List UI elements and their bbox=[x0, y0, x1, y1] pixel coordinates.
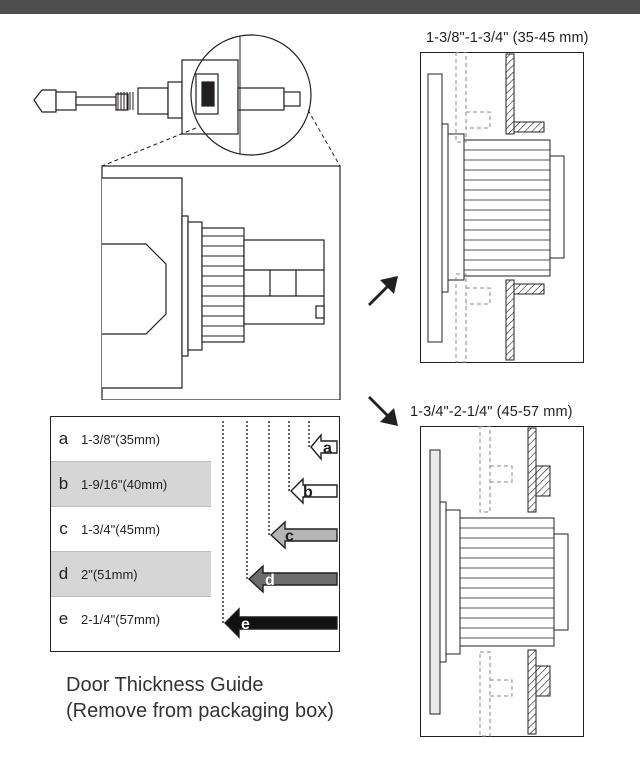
arrow-a bbox=[310, 433, 338, 461]
arrow-letter: d bbox=[265, 572, 275, 589]
thin-door-range-label: 1-3/8"-1-3/4" (35-45 mm) bbox=[426, 30, 589, 46]
arrow-letter: c bbox=[285, 528, 294, 545]
thin-door-section-diagram bbox=[420, 52, 584, 363]
guide-caption-line-1: Door Thickness Guide bbox=[66, 674, 264, 696]
arrow-e bbox=[224, 607, 338, 639]
row-letter: a bbox=[58, 429, 69, 448]
arrow-up-right-icon bbox=[368, 276, 398, 306]
door-thickness-guide-card: a 1-3/8"(35mm) b 1-9/16"(40mm) c 1-3/4"(… bbox=[50, 416, 340, 652]
arrow-down-right-icon bbox=[368, 396, 398, 426]
table-row: c 1-3/4"(45mm) bbox=[51, 506, 211, 552]
table-row: e 2-1/4"(57mm) bbox=[51, 596, 211, 641]
arrow-letter: b bbox=[303, 484, 313, 501]
row-size: 1-3/8"(35mm) bbox=[81, 431, 161, 447]
row-size: 2"(51mm) bbox=[76, 551, 211, 597]
table-row: a 1-3/8"(35mm) bbox=[51, 417, 211, 462]
latch-assembly-drawing bbox=[33, 59, 301, 135]
thickness-arrows: a b c d e bbox=[222, 421, 338, 639]
row-letter: c bbox=[51, 506, 76, 552]
table-row: b 1-9/16"(40mm) bbox=[51, 461, 211, 507]
row-size: 2-1/4"(57mm) bbox=[76, 596, 211, 641]
thickness-table: a 1-3/8"(35mm) b 1-9/16"(40mm) c 1-3/4"(… bbox=[51, 417, 211, 641]
row-size: 1-3/4"(45mm) bbox=[76, 506, 211, 552]
table-row: d 2"(51mm) bbox=[51, 551, 211, 597]
thick-door-section-diagram bbox=[420, 426, 584, 737]
lock-assembly-diagram bbox=[33, 34, 341, 400]
arrow-d bbox=[247, 564, 338, 594]
arrow-letter: a bbox=[323, 440, 332, 457]
magnifier-circle bbox=[190, 34, 312, 156]
row-letter: b bbox=[51, 461, 76, 507]
row-letter: d bbox=[51, 551, 76, 597]
arrow-c bbox=[269, 520, 338, 550]
arrow-letter: e bbox=[241, 616, 250, 633]
thick-door-range-label: 1-3/4"-2-1/4" (45-57 mm) bbox=[410, 404, 573, 420]
row-letter: e bbox=[51, 596, 76, 641]
guide-caption-line-2: (Remove from packaging box) bbox=[66, 700, 334, 722]
header-bar bbox=[0, 0, 640, 14]
arrow-b bbox=[290, 477, 338, 505]
row-size: 1-9/16"(40mm) bbox=[76, 461, 211, 507]
